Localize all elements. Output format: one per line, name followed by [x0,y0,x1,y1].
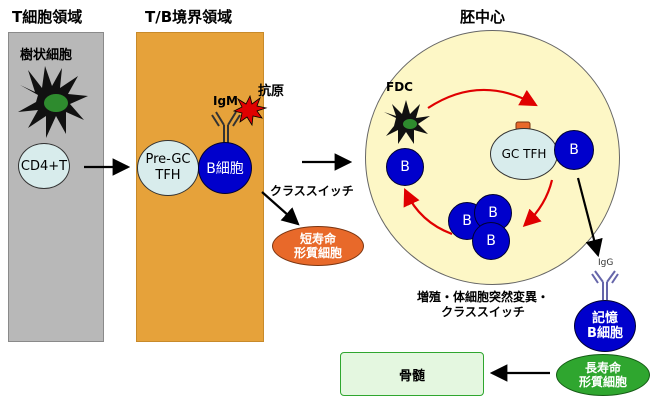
t-region-title: T細胞領域 [12,8,83,26]
fdc-cell-icon [384,100,430,144]
gc-tfh-cell: GC TFH [490,128,558,180]
short-lived-line1: 短寿命 [299,232,336,246]
gc-b-cluster-2-label: B [488,205,498,221]
antigen-label: 抗原 [258,84,285,99]
bone-marrow-label: 骨髄 [398,368,425,384]
cycle-arrow-top [427,88,538,109]
gc-b-cluster-3: B [472,222,510,260]
long-lived-plasma-cell: 長寿命 形質細胞 [556,354,650,396]
igg-label: IgG [598,258,614,268]
tfh-label: TFH [155,168,181,183]
short-lived-plasma-cell: 短寿命 形質細胞 [272,226,364,266]
cycle-arrow-right [522,179,554,228]
short-lived-line2: 形質細胞 [293,246,342,260]
class-switch-label: クラススイッチ [270,184,354,198]
arrow-to-memory [576,177,603,258]
igm-receptor-icon [211,111,241,145]
long-lived-line2: 形質細胞 [578,375,627,389]
cd4-t-cell: CD4+T [18,143,70,189]
gc-b-cell-right: B [554,130,594,170]
igm-label: IgM [213,94,238,108]
germinal-center-title: 胚中心 [460,8,506,26]
gc-b-cluster-3-label: B [486,233,496,249]
gc-b-cell-left: B [386,148,424,186]
process-line1: 増殖・体細胞突然変異・ [416,290,549,304]
pre-gc-tfh-cell: Pre-GC TFH [137,140,199,196]
cd4-t-label: CD4+T [20,158,68,174]
gc-tfh-label: GC TFH [501,147,547,161]
dendritic-cell-label: 樹状細胞 [20,48,73,63]
fdc-label: FDC [386,80,413,94]
process-label: 増殖・体細胞突然変異・ クラススイッチ [388,290,578,320]
gc-b-left-label: B [400,159,410,175]
b-cell-label: B細胞 [206,161,244,177]
pre-gc-label: Pre-GC [145,152,191,167]
dendritic-cell-icon [18,66,88,138]
long-lived-line1: 長寿命 [584,361,621,375]
cycle-arrow-left [403,188,453,236]
memory-b-cell: 記憶 B細胞 [574,300,636,352]
process-line2: クラススイッチ [441,305,525,319]
antigen-icon [232,94,268,127]
b-cell: B細胞 [198,142,252,194]
tb-border-title: T/B境界領域 [145,8,233,26]
igg-receptor-icon [591,270,619,300]
bone-marrow-box: 骨髄 [340,352,484,396]
gc-b-right-label: B [569,142,579,158]
gc-b-cluster-1-label: B [462,213,472,229]
memory-b-line1: 記憶 [591,311,618,326]
arrow-to-short-lived [261,191,300,226]
memory-b-line2: B細胞 [587,326,623,341]
